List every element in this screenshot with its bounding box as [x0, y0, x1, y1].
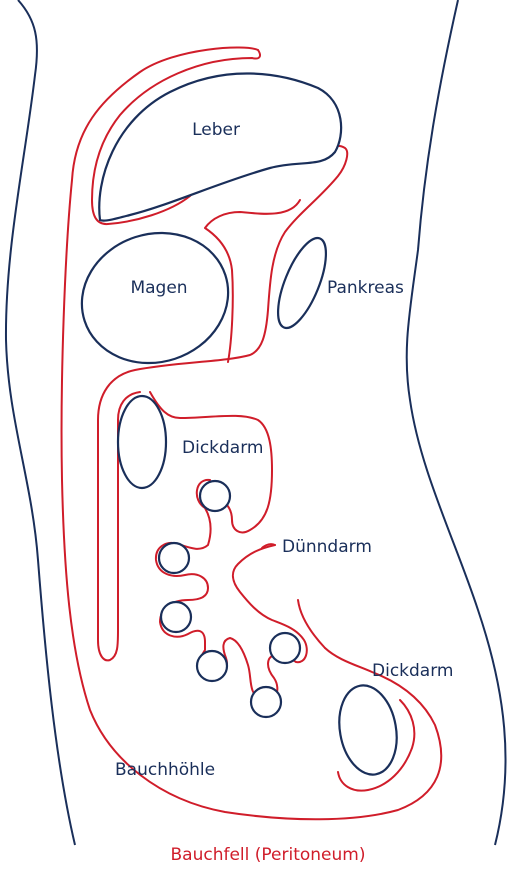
label-pankreas: Pankreas [327, 278, 404, 298]
label-bauchhoehle: Bauchhöhle [115, 760, 215, 780]
back-body-wall [6, 0, 75, 845]
front-body-wall [407, 0, 506, 845]
label-bauchfell: Bauchfell (Peritoneum) [171, 845, 366, 865]
label-leber: Leber [192, 120, 240, 140]
small-intestine-loop-1 [200, 481, 230, 511]
small-intestine-loop-3 [161, 602, 191, 632]
label-magen: Magen [130, 278, 187, 298]
upper-colon-shape [118, 396, 166, 488]
lower-colon-shape [333, 681, 404, 779]
label-duenndarm: Dünndarm [282, 537, 372, 557]
small-intestine-loop-4 [197, 651, 227, 681]
label-dickdarm-upper: Dickdarm [182, 438, 263, 458]
small-intestine-loop-2 [159, 543, 189, 573]
label-dickdarm-lower: Dickdarm [372, 661, 453, 681]
small-intestine-loop-5 [270, 633, 300, 663]
organs [65, 73, 404, 779]
liver-shape [99, 73, 341, 220]
small-intestine-loop-6 [251, 687, 281, 717]
